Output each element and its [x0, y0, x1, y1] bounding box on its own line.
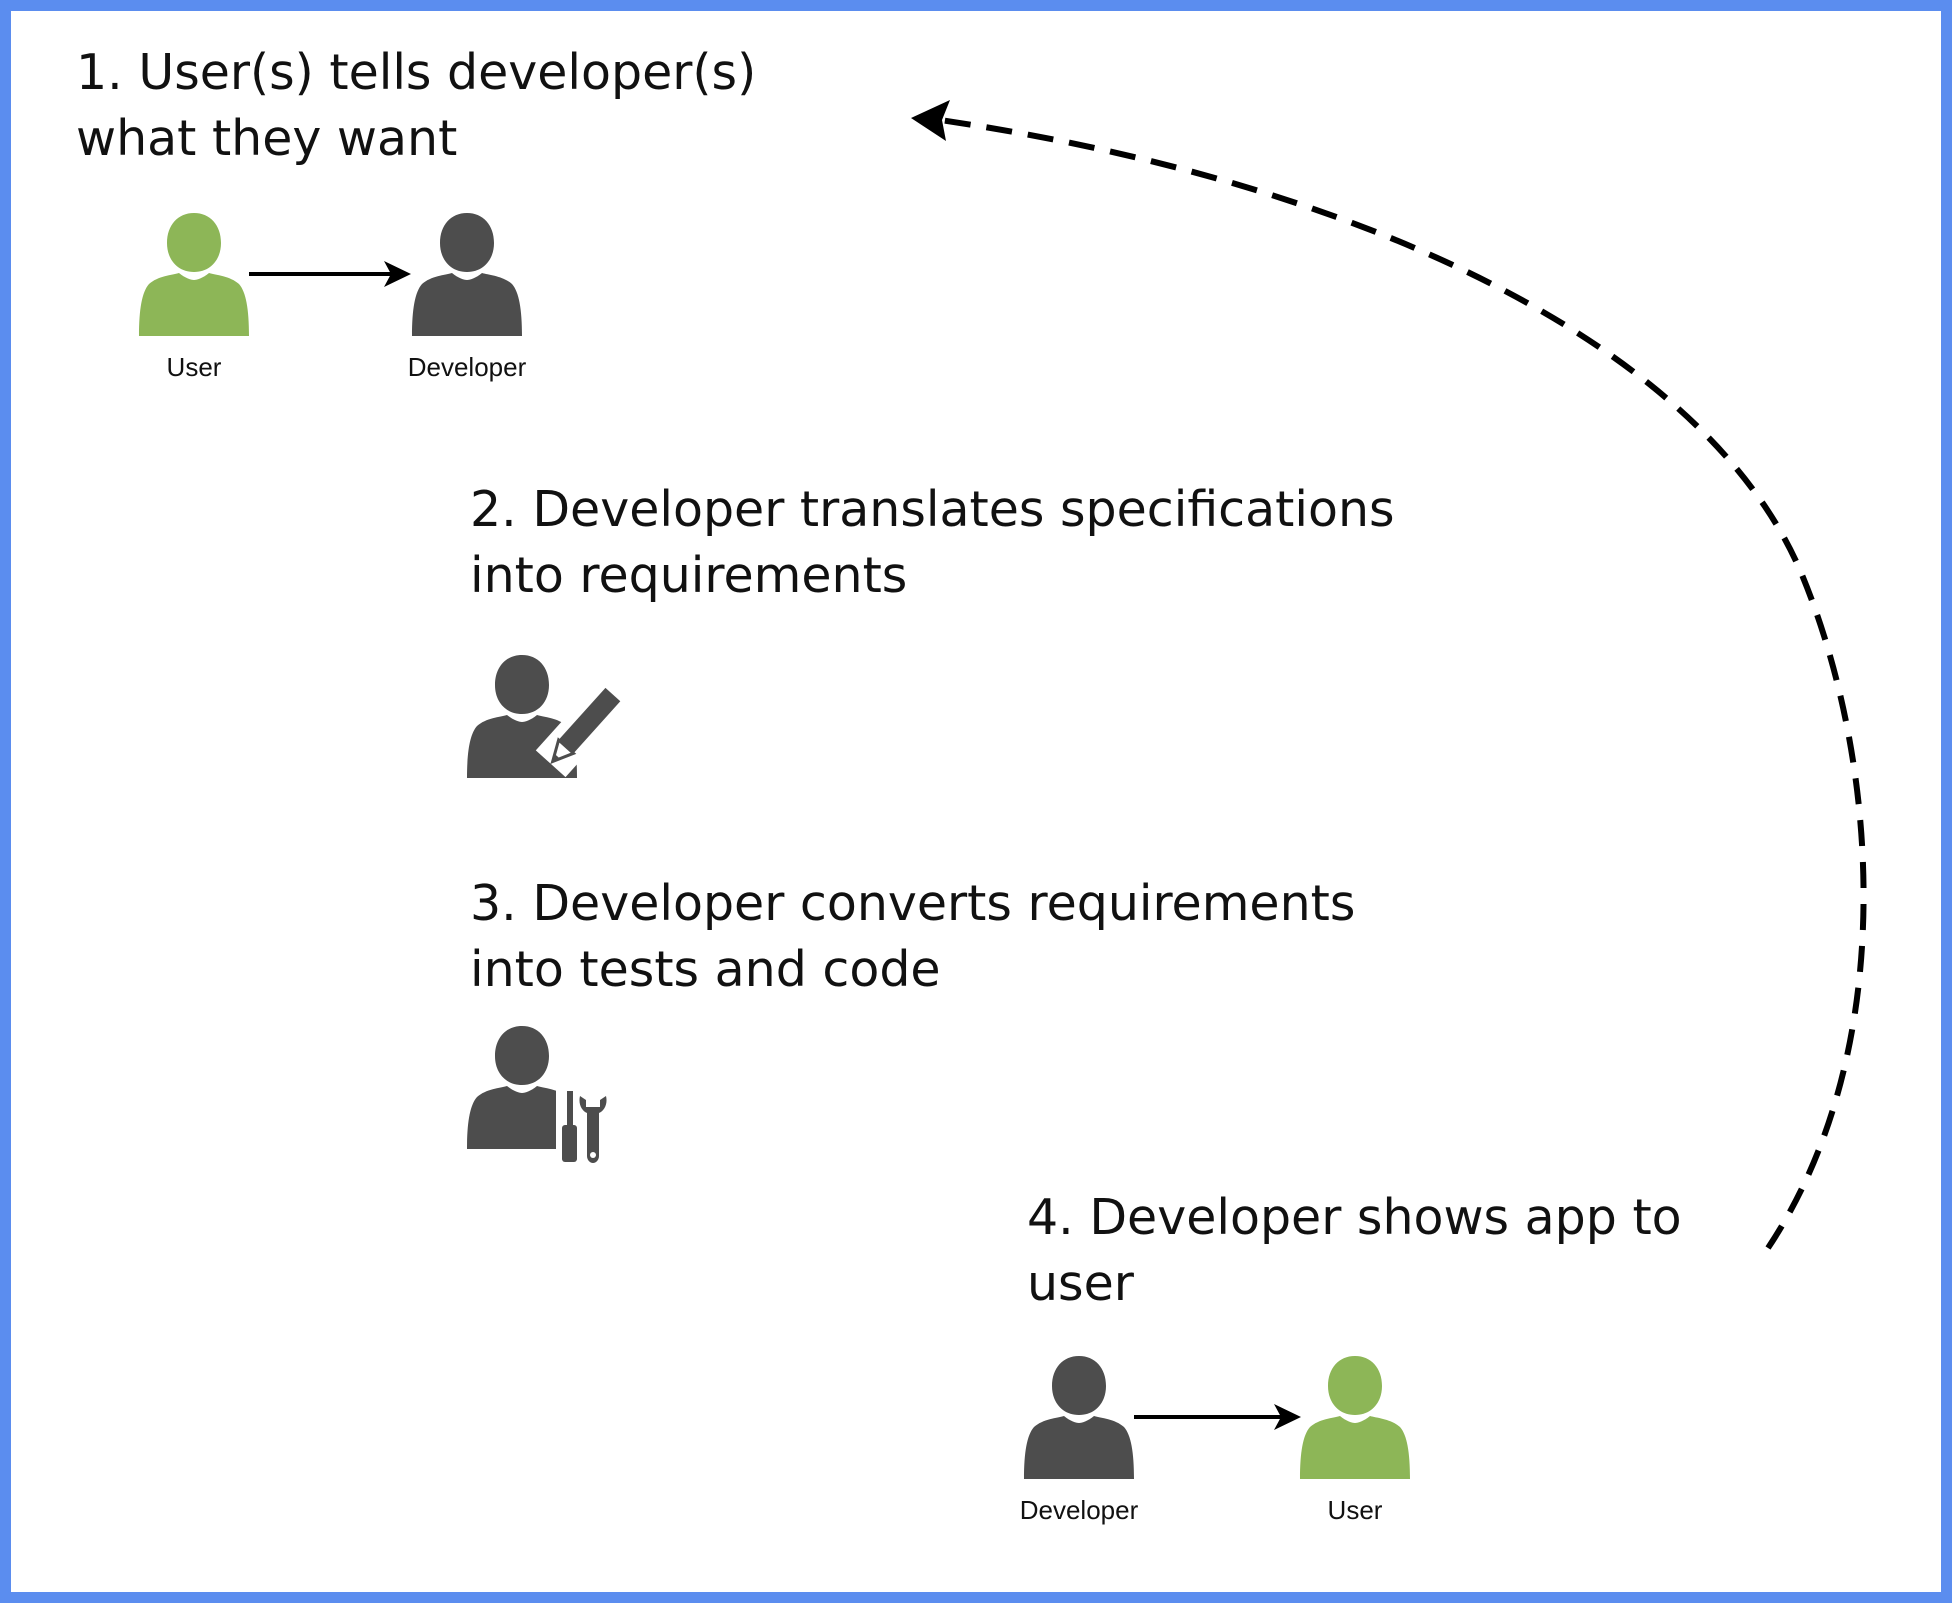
step-1-line-1: 1. User(s) tells developer(s) — [76, 44, 757, 101]
step-4-line-2: user — [1027, 1255, 1134, 1312]
step-3-line-1: 3. Developer converts requirements — [470, 875, 1356, 932]
developer-label: Developer — [407, 352, 527, 382]
step-4-line-1: 4. Developer shows app to — [1027, 1189, 1682, 1246]
step-4-text: 4. Developer shows app to user — [1027, 1185, 1682, 1317]
arrow-right-icon — [249, 261, 411, 287]
developer-icon — [1024, 1356, 1134, 1479]
step-1-line-2: what they want — [76, 110, 458, 167]
step-2-line-2: into requirements — [470, 547, 908, 604]
user-icon — [1300, 1356, 1410, 1479]
step-1-text: 1. User(s) tells developer(s) what they … — [76, 40, 756, 172]
step-2-text: 2. Developer translates specifications i… — [470, 477, 1395, 609]
step-2-line-1: 2. Developer translates specifications — [470, 481, 1395, 538]
step-3-line-2: into tests and code — [470, 941, 941, 998]
user-label: User — [166, 352, 222, 382]
user-label: User — [1327, 1495, 1383, 1525]
arrow-right-icon — [1134, 1404, 1301, 1430]
step-3-text: 3. Developer converts requirements into … — [470, 871, 1355, 1003]
user-icon — [139, 213, 249, 336]
developer-tools-icon — [467, 1026, 607, 1165]
developer-label: Developer — [1019, 1495, 1139, 1525]
developer-icon — [412, 213, 522, 336]
developer-writing-icon — [467, 655, 630, 778]
dashed-loop-arrow — [911, 100, 1867, 1250]
